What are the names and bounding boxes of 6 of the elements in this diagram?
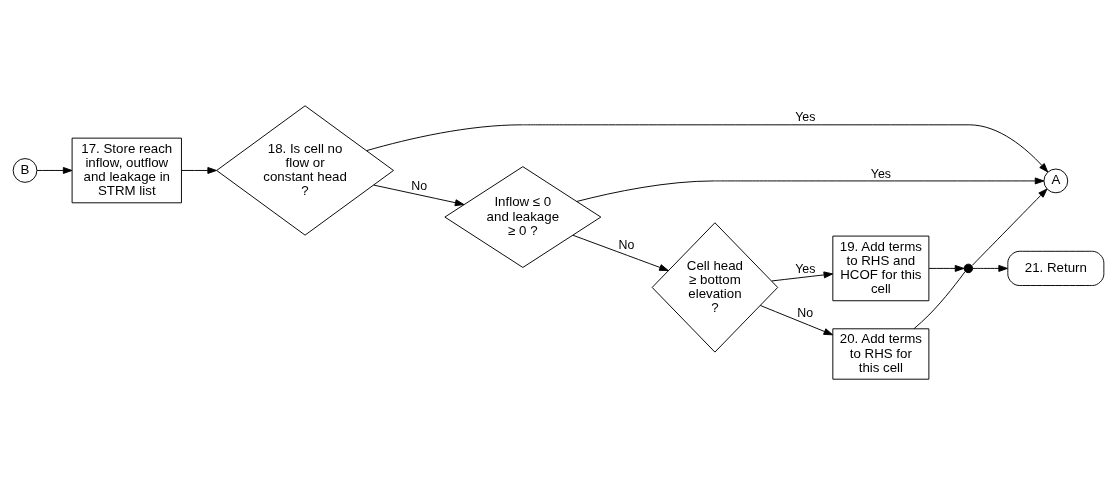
edge-label: Yes [795, 110, 816, 125]
edge-label: No [411, 178, 428, 193]
edge-label: No [797, 306, 814, 321]
edge-label: No [618, 237, 635, 252]
edge-label: Yes [795, 261, 816, 276]
edge-label: Yes [870, 166, 891, 181]
